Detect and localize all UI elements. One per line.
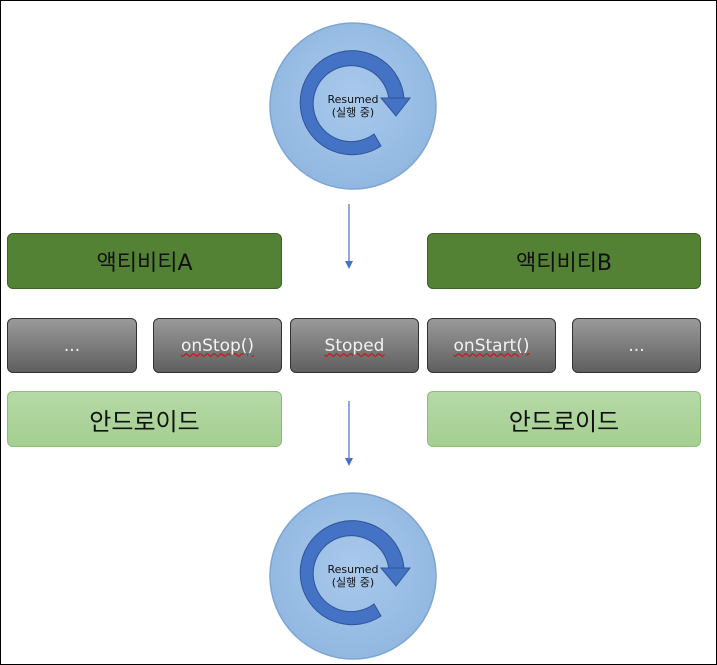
lifecycle-box-1: ...	[7, 318, 137, 373]
android-box-left: 안드로이드	[7, 391, 282, 447]
lifecycle-label: ...	[63, 335, 81, 356]
lifecycle-label: Stoped	[324, 335, 385, 356]
lifecycle-box-5: ...	[572, 318, 701, 373]
activity-a-label: 액티비티A	[96, 251, 193, 276]
lifecycle-label: onStart()	[453, 335, 530, 356]
android-label-right: 안드로이드	[508, 407, 620, 436]
cycle-icon	[269, 492, 437, 660]
activity-b-box: 액티비티B	[427, 233, 701, 289]
down-arrow-icon	[345, 401, 353, 466]
state-name: Resumed	[327, 563, 379, 576]
state-name-korean: (실행 중)	[331, 576, 375, 589]
cycle-icon	[269, 22, 437, 190]
lifecycle-label: ...	[628, 335, 645, 356]
activity-a-box: 액티비티A	[7, 233, 282, 289]
state-name: Resumed	[327, 93, 379, 106]
resumed-state-top: Resumed (실행 중)	[268, 21, 438, 191]
lifecycle-box-onstop: onStop()	[153, 318, 282, 373]
resumed-state-bottom: Resumed (실행 중)	[268, 491, 438, 661]
down-arrow-icon	[345, 204, 353, 269]
lifecycle-label: onStop()	[180, 335, 255, 356]
android-box-right: 안드로이드	[427, 391, 701, 447]
activity-b-label: 액티비티B	[515, 251, 613, 276]
android-label-left: 안드로이드	[89, 407, 200, 436]
lifecycle-box-stoped: Stoped	[290, 318, 419, 373]
lifecycle-box-onstart: onStart()	[427, 318, 556, 373]
state-name-korean: (실행 중)	[331, 106, 375, 119]
